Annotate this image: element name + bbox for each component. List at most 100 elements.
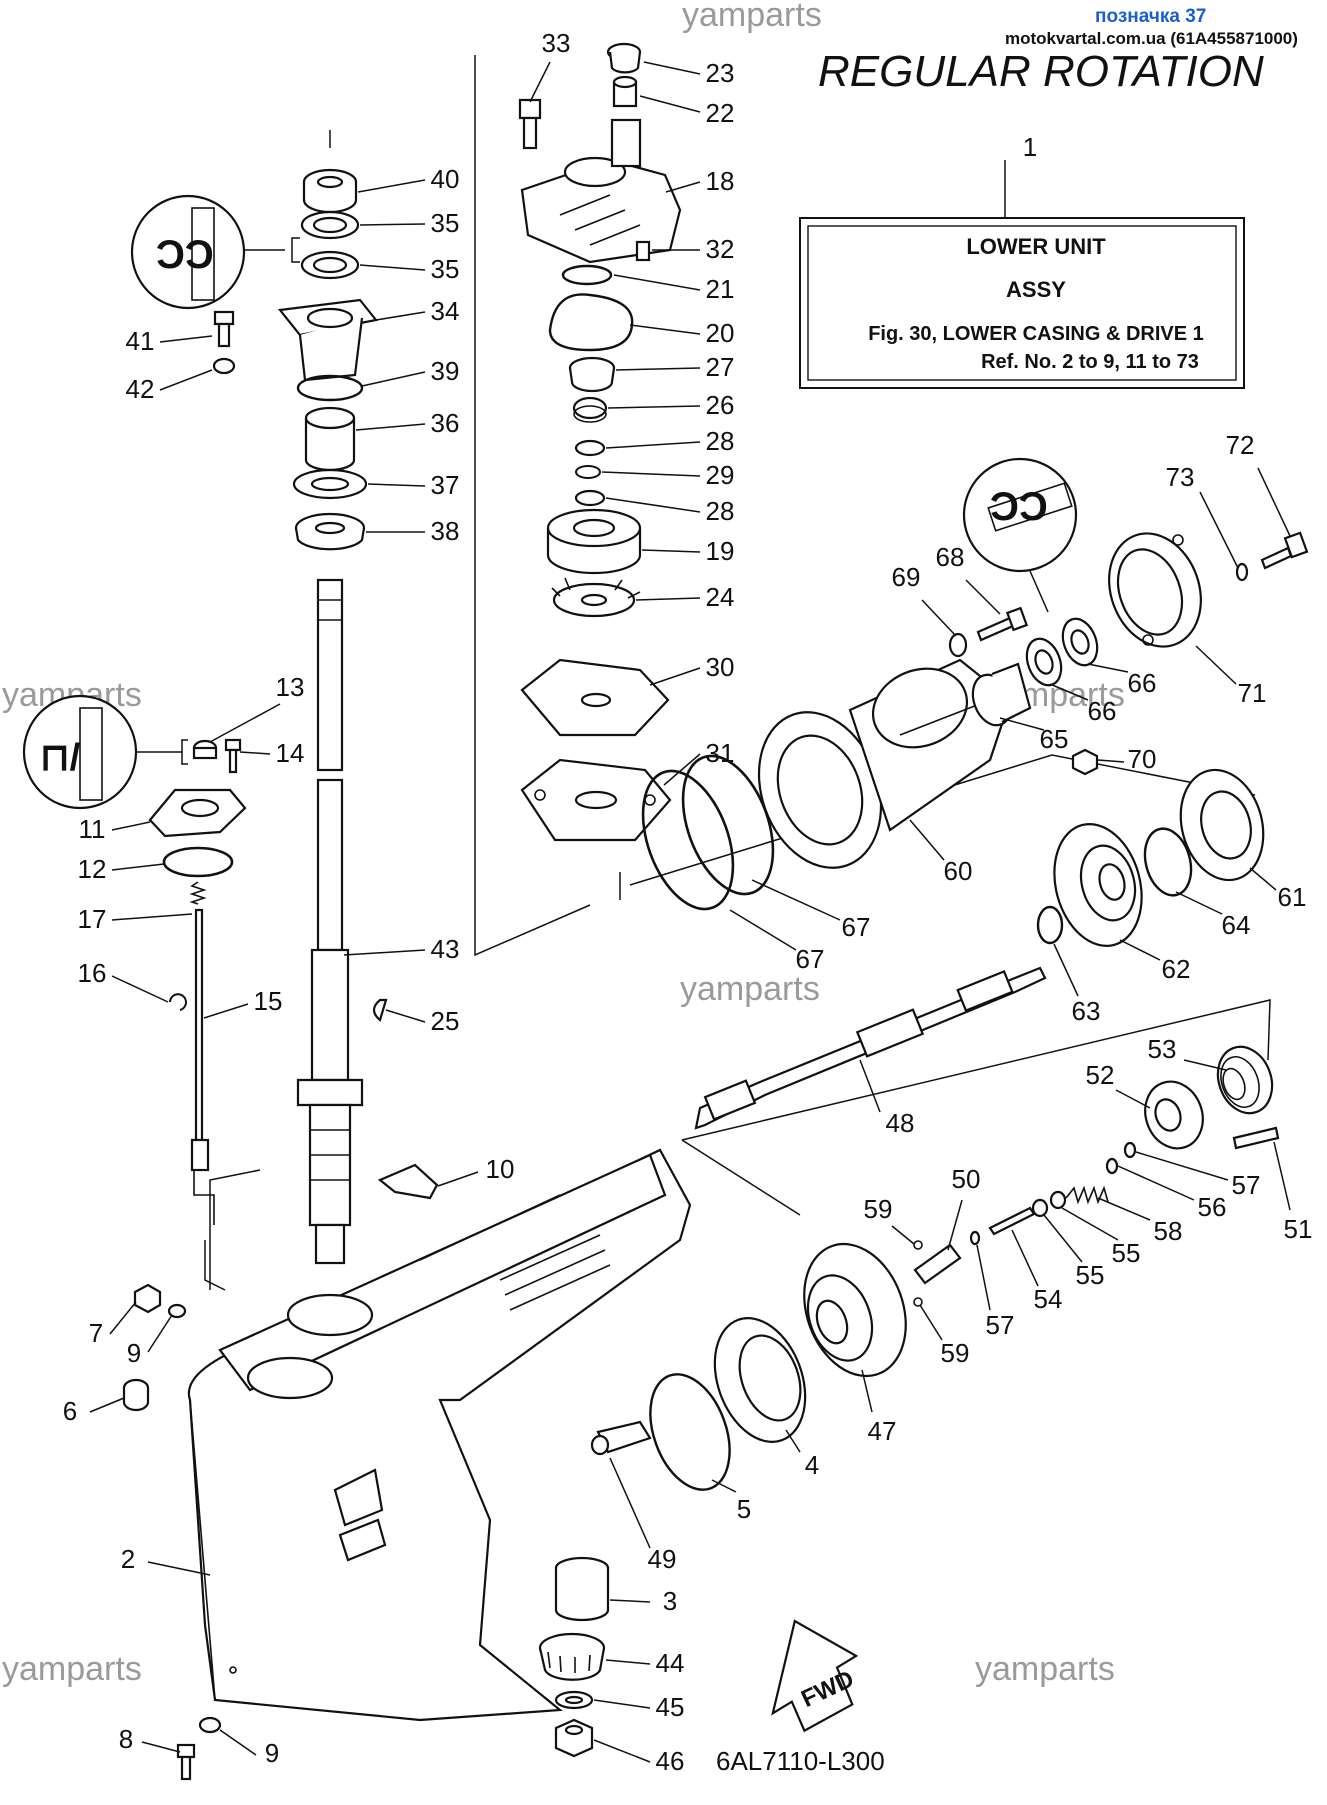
callout-46: 46 — [656, 1746, 685, 1776]
part-63-shim — [1036, 905, 1064, 945]
callout-54: 54 — [1034, 1284, 1063, 1314]
tag-label: позначка 37 — [1095, 6, 1206, 27]
part-22-collar — [612, 75, 638, 108]
watermark: yamparts — [680, 970, 820, 1008]
part-36-bearing — [304, 406, 356, 472]
leader-line — [921, 599, 957, 637]
leader-line — [1119, 939, 1161, 961]
part-19-impeller-housing — [546, 508, 642, 575]
part-52-dog-clutch — [1144, 1080, 1204, 1150]
callout-45: 45 — [656, 1692, 685, 1722]
part-28-washer-top — [574, 439, 606, 457]
part-26-spring-seat — [572, 396, 608, 423]
part-2-lower-casing — [187, 1148, 692, 1722]
callout-39: 39 — [431, 356, 460, 386]
leader-line — [861, 1369, 873, 1413]
part-67-o-ring-inner — [641, 769, 735, 911]
part-41-bolt — [213, 310, 235, 348]
leader-line — [615, 367, 701, 371]
part-5-shim — [649, 1373, 731, 1491]
part-42-washer — [212, 357, 236, 375]
leader-line — [649, 667, 701, 686]
part-8-drain-screw — [176, 1743, 196, 1781]
watermark: yamparts — [682, 0, 822, 34]
info-line-3: Fig. 30, LOWER CASING & DRIVE 1 — [868, 323, 1204, 345]
callout-layer: 3323221832212027262829281924303140353534… — [63, 28, 1313, 1776]
leader-line — [665, 181, 701, 193]
callout-65: 65 — [1040, 724, 1069, 754]
callout-26: 26 — [706, 390, 735, 420]
callout-16: 16 — [78, 958, 107, 988]
part-59-ball-lower — [913, 1297, 923, 1307]
callout-51: 51 — [1284, 1214, 1313, 1244]
leader-line — [976, 1244, 991, 1311]
leader-line — [367, 483, 426, 487]
leader-line — [1097, 1197, 1151, 1221]
leader-line — [1249, 867, 1277, 891]
part-31-gasket — [520, 758, 672, 842]
leader-line — [1043, 1214, 1083, 1263]
leader-line — [1115, 1089, 1151, 1109]
part-67-o-ring-outer — [681, 754, 775, 896]
callout-28: 28 — [706, 496, 735, 526]
leader-line — [1195, 645, 1237, 685]
leader-line — [159, 369, 213, 391]
part-40-bushing — [302, 168, 358, 214]
part-38-sleeve — [294, 512, 366, 551]
part-39-o-ring — [296, 374, 364, 402]
callout-48: 48 — [886, 1108, 915, 1138]
callout-67: 67 — [842, 912, 871, 942]
callout-28: 28 — [706, 426, 735, 456]
leader-line — [663, 753, 701, 786]
part-71-anode — [1108, 532, 1202, 648]
callout-3: 3 — [663, 1586, 677, 1616]
callout-41: 41 — [126, 326, 155, 356]
callout-59: 59 — [864, 1194, 893, 1224]
part-37-shim — [292, 468, 368, 500]
leader-line — [147, 1314, 173, 1353]
part-34-housing — [277, 298, 378, 382]
callout-47: 47 — [868, 1416, 897, 1446]
part-18-pump-housing — [520, 118, 682, 264]
callout-68: 68 — [936, 542, 965, 572]
part-35-oil-seals — [300, 210, 360, 280]
leader-line — [109, 1301, 137, 1335]
leader-line — [111, 863, 165, 871]
callout-24: 24 — [706, 582, 735, 612]
callout-29: 29 — [706, 460, 735, 490]
callout-6: 6 — [63, 1396, 77, 1426]
callout-53: 53 — [1148, 1034, 1177, 1064]
leader-line — [209, 703, 281, 743]
leader-line — [357, 179, 426, 193]
leader-line — [605, 1659, 651, 1665]
leader-line — [1087, 663, 1129, 673]
leader-line — [605, 441, 701, 449]
site-label: motokvartal.com.ua (61A455871000) — [1005, 29, 1298, 48]
svg-text:ϽϽ: ϽϽ — [990, 485, 1048, 529]
callout-69: 69 — [892, 562, 921, 592]
callout-49: 49 — [648, 1544, 677, 1574]
part-33-bolt — [518, 98, 542, 150]
callout-35: 35 — [431, 208, 460, 238]
callout-22: 22 — [706, 98, 735, 128]
part-13-grommet — [192, 739, 218, 760]
callout-31: 31 — [706, 738, 735, 768]
leader-line — [1061, 1207, 1119, 1241]
svg-text:ϽϽ: ϽϽ — [156, 233, 214, 277]
part-25-key — [372, 998, 388, 1022]
leader-line — [111, 975, 169, 1003]
part-55-ball-1 — [1031, 1198, 1049, 1218]
part-6-collar — [122, 1378, 150, 1412]
part-64-shim — [1143, 827, 1193, 897]
callout-15: 15 — [254, 986, 283, 1016]
info-box-callout: 1 — [1023, 132, 1037, 162]
callout-70: 70 — [1128, 744, 1157, 774]
part-47-forward-gear — [803, 1242, 907, 1378]
callout-5: 5 — [737, 1494, 751, 1524]
callout-42: 42 — [126, 374, 155, 404]
callout-40: 40 — [431, 164, 460, 194]
callout-44: 44 — [656, 1648, 685, 1678]
leader-line — [147, 1561, 211, 1576]
leader-line — [909, 819, 945, 861]
